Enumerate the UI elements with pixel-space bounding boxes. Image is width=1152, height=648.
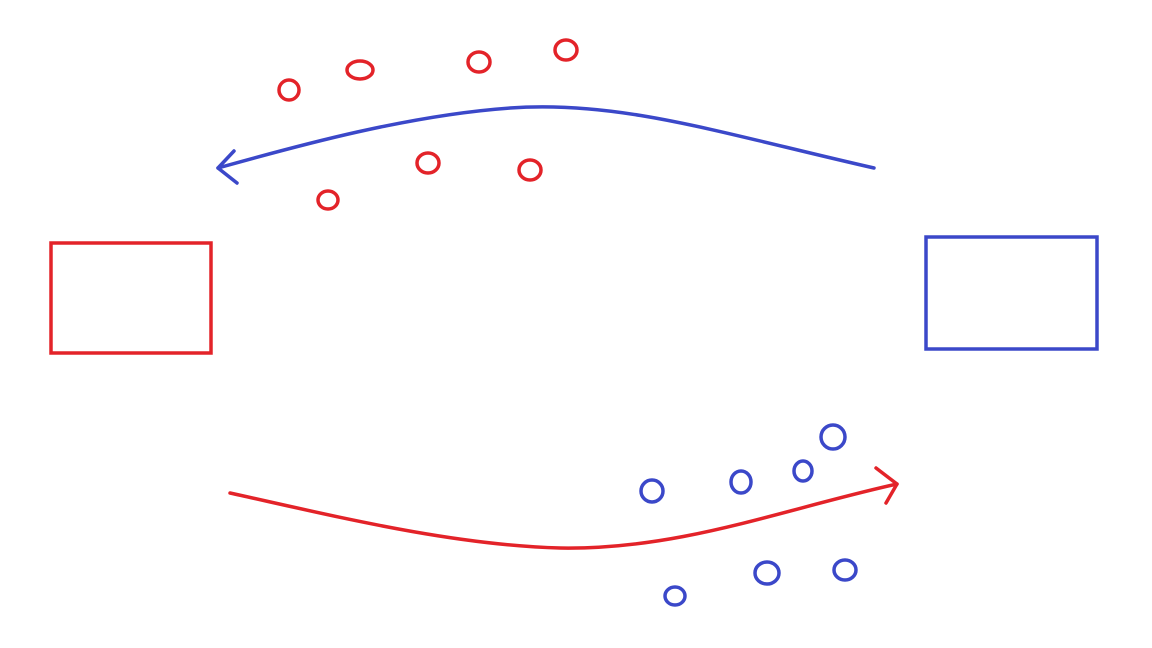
red-particle: [316, 189, 340, 211]
blue-particle: [819, 423, 847, 451]
red-particle: [553, 38, 579, 62]
blue-particle: [729, 469, 753, 495]
top-arrow-shaft: [216, 105, 876, 170]
blue-particle: [832, 558, 858, 582]
red-particle: [466, 50, 492, 74]
blue-particle: [753, 560, 781, 586]
red-particle: [345, 59, 375, 81]
red-particle: [517, 158, 543, 182]
bottom-arrow-left-to-right: [228, 466, 899, 550]
red-particle: [415, 151, 441, 175]
blue-particle-group: [639, 423, 858, 607]
top-arrow-right-to-left: [216, 105, 876, 185]
blue-particle: [792, 459, 814, 483]
top-arrow-head: [216, 149, 239, 185]
bottom-arrow-shaft: [228, 482, 899, 550]
red-particle: [277, 78, 301, 102]
red-particle-group: [277, 38, 579, 211]
blue-particle: [639, 478, 665, 504]
left-node-box: [49, 241, 213, 355]
bottom-arrow-head: [874, 466, 899, 505]
blue-particle: [663, 585, 687, 607]
right-node-box: [924, 235, 1099, 351]
